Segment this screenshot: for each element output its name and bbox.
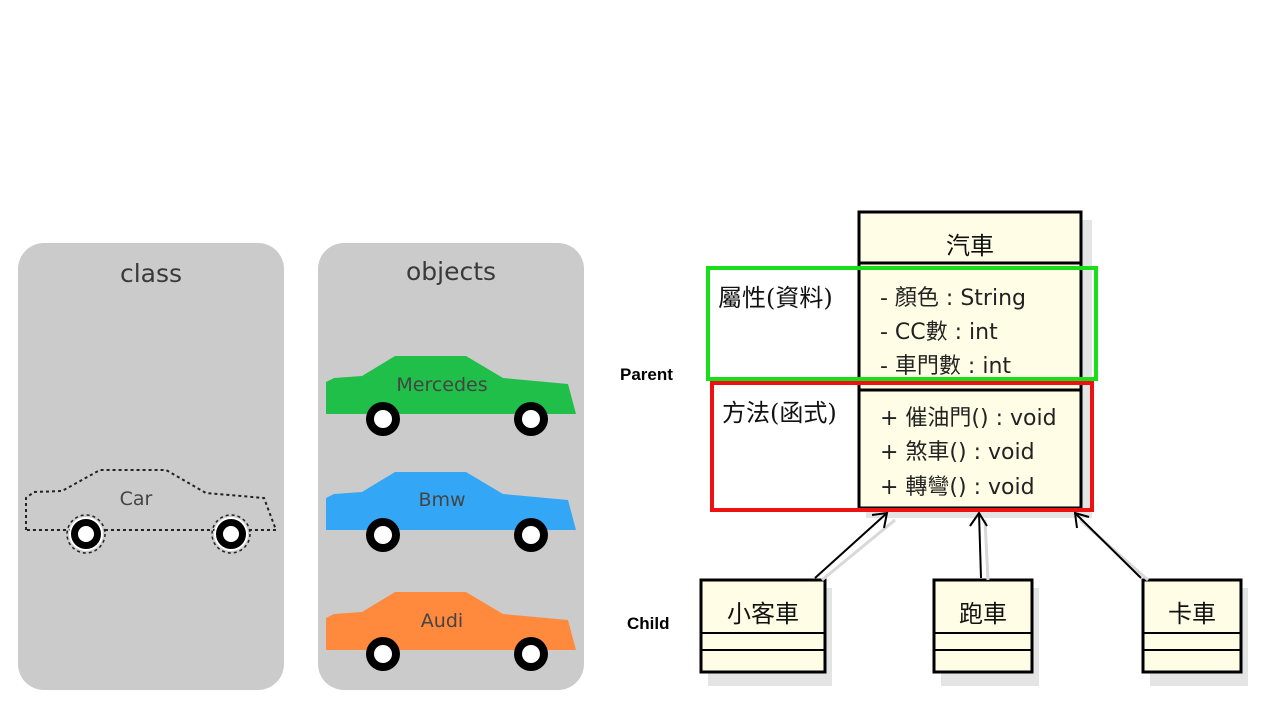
attributes-highlight-box: [706, 266, 1098, 381]
child-label: Child: [627, 614, 670, 633]
parent-class-box: [857, 210, 1083, 510]
child-box-2: [932, 578, 1034, 674]
audi-label: Audi: [420, 610, 464, 632]
method-row: + 轉彎() : void: [880, 475, 1035, 500]
attributes-label: 屬性(資料): [718, 284, 833, 312]
bmw-car-shape: [326, 472, 576, 552]
child-box-1: [699, 578, 827, 674]
audi-car-shape: [326, 592, 576, 671]
uml-diagram: [699, 210, 1248, 686]
methods-highlight-box: [710, 381, 1094, 512]
attribute-row: - CC數 : int: [880, 320, 998, 345]
bmw-label: Bmw: [418, 489, 466, 511]
class-car-outline: [25, 469, 278, 554]
method-row: + 催油門() : void: [880, 406, 1057, 431]
child-class-name: 卡車: [1168, 600, 1216, 628]
attribute-row: - 顏色 : String: [880, 286, 1026, 311]
mercedes-label: Mercedes: [396, 374, 488, 396]
child-box-3: [1141, 578, 1243, 674]
child-class-name: 小客車: [727, 600, 799, 628]
class-panel: class: [18, 243, 284, 690]
child-class-name: 跑車: [959, 600, 1007, 628]
mercedes-car-shape: [326, 356, 576, 436]
attribute-row: - 車門數 : int: [880, 354, 1012, 379]
parent-label: Parent: [620, 365, 673, 384]
parent-class-name: 汽車: [946, 232, 994, 260]
class-panel-title: class: [119, 259, 183, 288]
class-car-label: Car: [119, 488, 153, 510]
objects-panel-title: objects: [405, 257, 497, 286]
method-row: + 煞車() : void: [880, 440, 1035, 465]
methods-label: 方法(函式): [722, 399, 837, 427]
